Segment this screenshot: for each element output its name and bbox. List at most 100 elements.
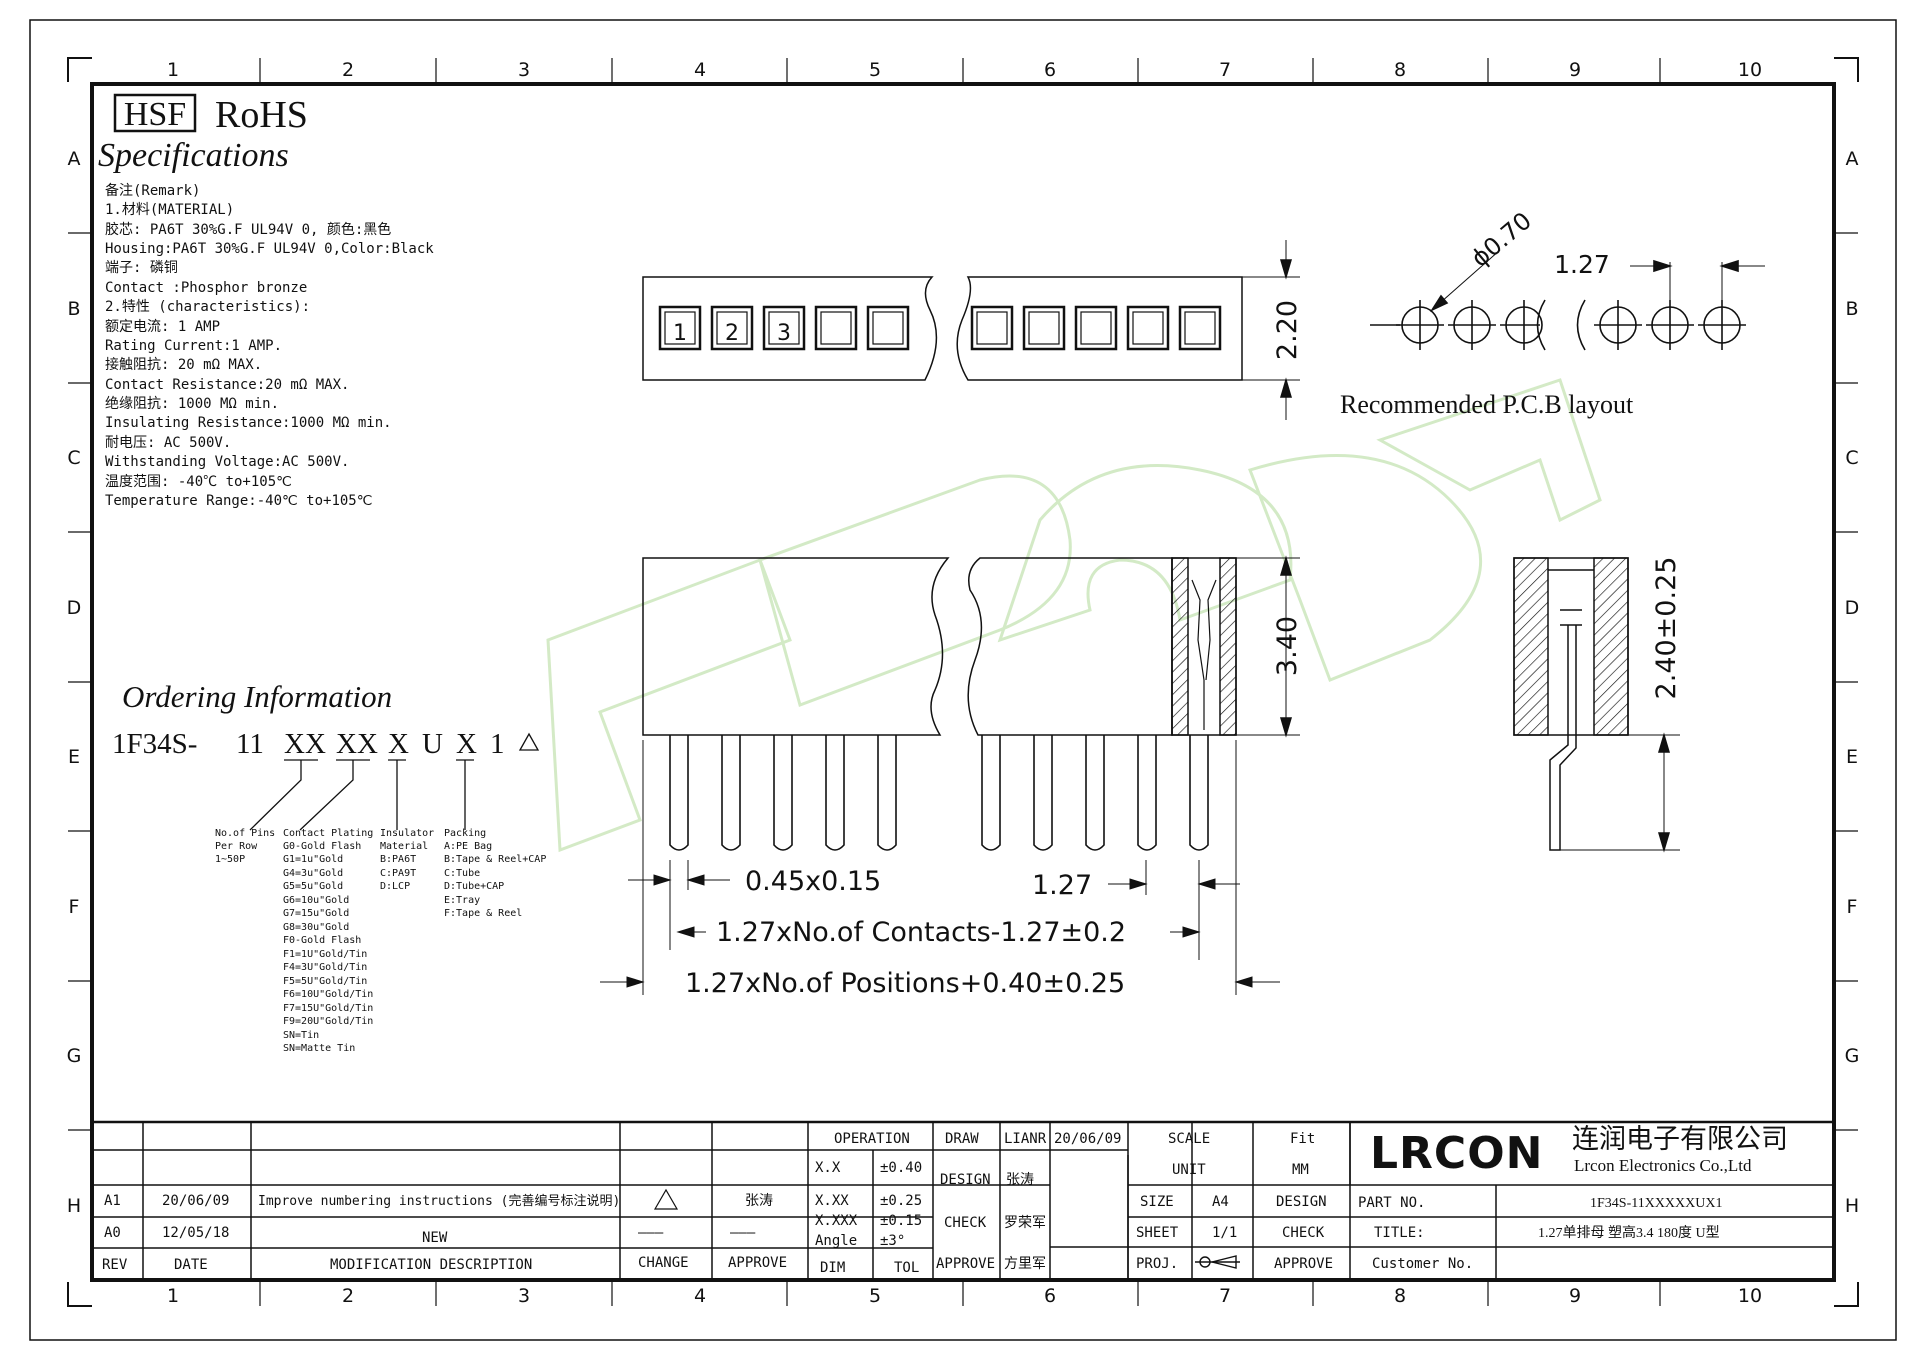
remark-line: 端子: 磷铜 [105, 260, 178, 276]
remark-line: Contact Resistance:20 mΩ MAX. [105, 377, 349, 393]
col-label: 4 [694, 59, 706, 81]
hdr-date: DATE [174, 1257, 208, 1273]
col-label: 6 [1044, 1285, 1056, 1307]
ordering-code: 1F34S- 11 XX XX X U X 1 [112, 728, 505, 760]
dim-label: DIM [820, 1260, 845, 1276]
hsf-box [113, 93, 197, 133]
col-label: 10 [1738, 59, 1762, 81]
remarks-block: 备注(Remark) 1.材料(MATERIAL) 胶芯: PA6T 30%G.… [105, 182, 434, 509]
svg-text:DESIGN: DESIGN [1276, 1194, 1327, 1210]
rev-a1-date: 20/06/09 [162, 1193, 229, 1209]
svg-text:F0-Gold Flash: F0-Gold Flash [283, 935, 361, 946]
svg-text:Angle: Angle [815, 1233, 857, 1249]
corner-marks [67, 57, 1859, 1307]
change-triangle-icon [653, 1188, 679, 1210]
rev-a1-desc: Improve numbering instructions (完善编号标注说明… [258, 1193, 620, 1209]
col-label: 4 [694, 1285, 706, 1307]
svg-text:UNIT: UNIT [1172, 1162, 1206, 1178]
part-info: PART NO. 1F34S-11XXXXXUX1 TITLE: 1.27单排母… [1358, 1195, 1723, 1272]
col-label: 6 [1044, 59, 1056, 81]
svg-text:B:PA6T: B:PA6T [380, 854, 416, 865]
svg-text:1/1: 1/1 [1212, 1225, 1237, 1241]
scale-block: SCALE Fit UNIT MM SIZE A4 DESIGN SHEET 1… [1136, 1131, 1333, 1272]
svg-text:1~50P: 1~50P [215, 854, 245, 865]
row-label: F [1847, 896, 1858, 918]
svg-text:Fit: Fit [1290, 1131, 1315, 1147]
pcb-pitch-dim: 1.27 [1554, 250, 1610, 279]
col-label: 7 [1219, 1285, 1231, 1307]
svg-text:MM: MM [1292, 1162, 1309, 1178]
tolerance-block: OPERATION X.X ±0.40 X.XX ±0.25 X.XXX ±0.… [807, 1122, 922, 1280]
ordering-packing-list: Packing A:PE Bag B:Tape & Reel+CAP C:Tub… [444, 828, 546, 919]
svg-text:F5=5U"Gold/Tin: F5=5U"Gold/Tin [283, 976, 367, 987]
row-label: C [1845, 447, 1858, 469]
svg-text:±0.15: ±0.15 [880, 1213, 922, 1229]
svg-text:X.XXX: X.XXX [815, 1213, 858, 1229]
remark-line: Rating Current:1 AMP. [105, 338, 282, 354]
svg-text:Material: Material [380, 841, 428, 852]
specifications-title: Specifications [98, 137, 289, 174]
col-label: 9 [1569, 1285, 1581, 1307]
svg-text:张涛: 张涛 [1006, 1172, 1034, 1188]
col-label: 2 [342, 1285, 354, 1307]
row-label: B [67, 298, 80, 320]
pin-number: 2 [725, 321, 739, 346]
svg-text:G8=30u"Gold: G8=30u"Gold [283, 922, 349, 933]
remark-line: 2.特性 (characteristics): [105, 299, 310, 315]
svg-text:SN=Matte Tin: SN=Matte Tin [283, 1043, 355, 1054]
row-label: E [68, 746, 80, 768]
remark-line: 1.材料(MATERIAL) [105, 202, 234, 218]
pcb-layout [1370, 249, 1765, 351]
svg-text:G5=5u"Gold: G5=5u"Gold [283, 881, 343, 892]
hdr-rev: REV [102, 1257, 128, 1273]
svg-text:G6=10u"Gold: G6=10u"Gold [283, 895, 349, 906]
svg-text:CHECK: CHECK [944, 1215, 987, 1231]
row-label: C [67, 447, 80, 469]
svg-text:Per Row: Per Row [215, 841, 258, 852]
pcb-caption: Recommended P.C.B layout [1340, 390, 1634, 419]
rev-a1: A1 [104, 1193, 121, 1209]
front-view [600, 555, 1300, 995]
svg-text:PART NO.: PART NO. [1358, 1195, 1425, 1211]
row-label: F [69, 896, 80, 918]
approval-block: DRAW LIANR 20/06/09 DESIGN 张涛 CHECK 罗荣军 … [936, 1131, 1121, 1272]
row-label: G [67, 1045, 82, 1067]
svg-text:DRAW: DRAW [945, 1131, 979, 1147]
top-view [642, 240, 1300, 420]
col-label: 1 [167, 1285, 179, 1307]
remark-line: 接触阻抗: 20 mΩ MAX. [105, 356, 262, 373]
row-label: A [1846, 148, 1859, 170]
pin-number: 1 [673, 321, 687, 346]
svg-text:CHECK: CHECK [1282, 1225, 1325, 1241]
side-height-dim: 2.40±0.25 [1651, 557, 1682, 700]
svg-text:SHEET: SHEET [1136, 1225, 1179, 1241]
remark-line: 温度范围: -40℃ to+105℃ [105, 473, 292, 490]
ordering-pins-list: No.of Pins Per Row 1~50P [215, 828, 275, 865]
remark-line: Temperature Range:-40℃ to+105℃ [105, 493, 372, 509]
svg-text:1.27单排母 塑高3.4 180度 U型: 1.27单排母 塑高3.4 180度 U型 [1538, 1224, 1720, 1241]
remark-line: Contact :Phosphor bronze [105, 280, 307, 296]
svg-text:±0.25: ±0.25 [880, 1193, 922, 1209]
hdr-change: CHANGE [638, 1255, 689, 1271]
ordering-leaders [249, 759, 474, 831]
remark-line: 胶芯: PA6T 30%G.F UL94V 0, 颜色:黑色 [105, 221, 391, 238]
svg-text:±0.40: ±0.40 [880, 1160, 922, 1176]
row-label: B [1845, 298, 1858, 320]
svg-text:G4=3u"Gold: G4=3u"Gold [283, 868, 343, 879]
svg-text:D:Tube+CAP: D:Tube+CAP [444, 881, 504, 892]
revision-table: A1 20/06/09 Improve numbering instructio… [102, 1188, 787, 1273]
code-insulator: X [388, 728, 409, 760]
remark-line: 耐电压: AC 500V. [105, 435, 231, 451]
outer-border [29, 19, 1897, 1341]
row-label: E [1846, 746, 1858, 768]
svg-text:LIANR: LIANR [1004, 1131, 1047, 1147]
svg-text:F6=10U"Gold/Tin: F6=10U"Gold/Tin [283, 989, 373, 1000]
tol-label: TOL [894, 1260, 919, 1276]
title-block-lines [92, 1120, 1834, 1280]
ordering-title: Ordering Information [122, 679, 392, 714]
code-suffix: 1 [490, 728, 505, 760]
rev-a0-date: 12/05/18 [162, 1225, 229, 1241]
zone-labels: 1 2 3 4 5 6 7 8 9 10 1 2 3 4 5 6 7 8 9 1… [67, 59, 1860, 1307]
svg-text:D:LCP: D:LCP [380, 881, 410, 892]
company-name-cn: 连润电子有限公司 [1572, 1124, 1788, 1154]
